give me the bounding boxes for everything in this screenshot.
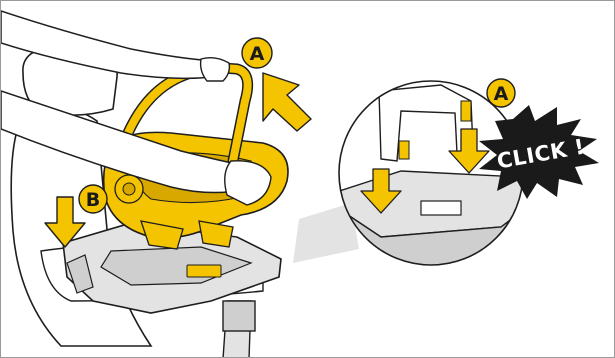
diagonal-arrow [263,73,311,131]
carrier-foot [199,221,233,247]
badge-a-left: A [242,38,272,68]
badge-b-left: B [79,185,107,213]
support-leg-collar [223,301,255,331]
detail-latch [461,101,471,121]
upper-hand [201,58,230,81]
detail-slot [421,201,461,215]
detail-latch [399,141,409,159]
carrier-pivot-center [123,183,135,195]
base-indicator [187,265,221,277]
badge-a-right: A [487,79,515,107]
detail-view: A CLICK ! [293,79,599,281]
badge-a-right-label: A [494,83,509,105]
badge-a-left-label: A [250,43,265,65]
left-scene: A B [1,11,311,357]
badge-b-left-label: B [86,189,100,211]
